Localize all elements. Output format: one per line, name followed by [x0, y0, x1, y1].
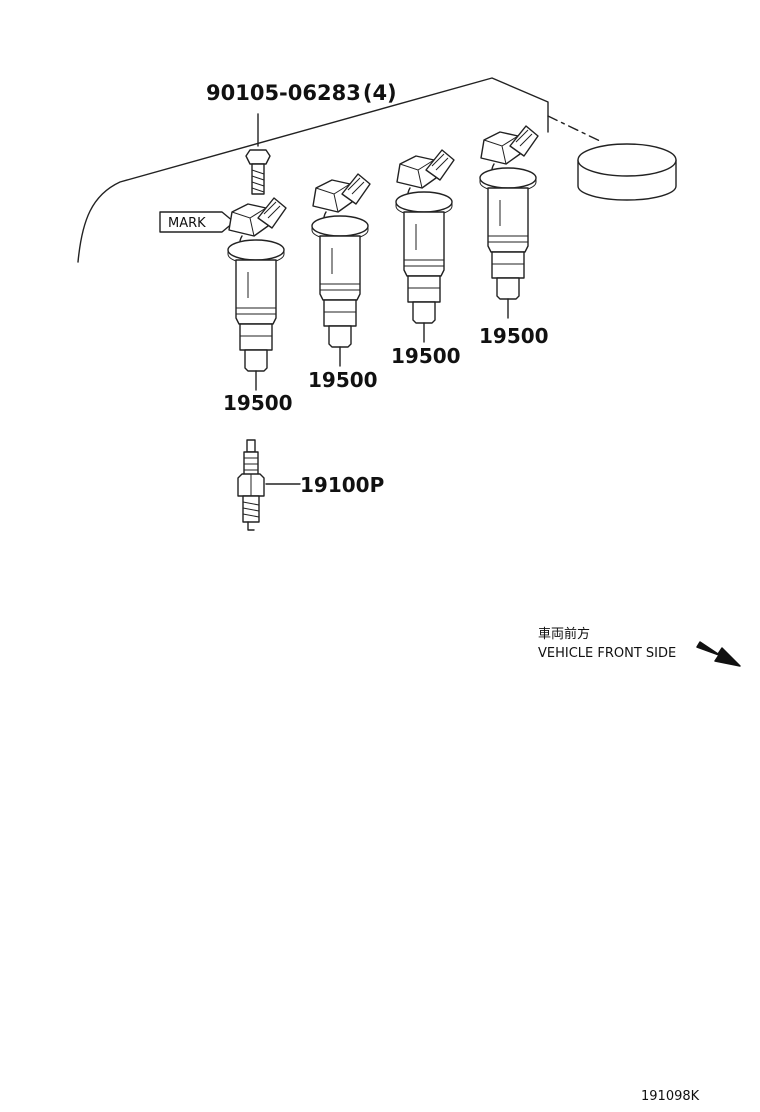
coil-4-part-number: 19500	[479, 324, 549, 348]
engine-cover-dashed-lead	[547, 115, 603, 143]
vehicle-front-label-en: VEHICLE FRONT SIDE	[538, 646, 676, 661]
ignition-coil-4	[479, 125, 539, 300]
drawing-code: 191098K	[641, 1089, 700, 1104]
mark-tag: MARK	[159, 211, 235, 233]
coil-1-part-number: 19500	[223, 391, 293, 415]
svg-text:MARK: MARK	[168, 216, 206, 231]
bolt-part-number: 90105-06283(4)	[206, 81, 397, 105]
bolt	[245, 113, 271, 195]
coil-3-part-number: 19500	[391, 344, 461, 368]
spark-plug	[237, 439, 265, 531]
engine-cover-outline	[77, 77, 549, 263]
ignition-coil-3	[395, 149, 455, 324]
coil-2-part-number: 19500	[308, 368, 378, 392]
spark-plug-part-number: 19100P	[300, 473, 384, 497]
ignition-coil-2	[311, 173, 371, 348]
oil-filler-cap	[577, 143, 677, 201]
vehicle-front-label-jp: 車両前方	[538, 626, 590, 642]
ignition-coil-1	[227, 197, 287, 372]
arrow-down-right-icon	[696, 641, 741, 667]
